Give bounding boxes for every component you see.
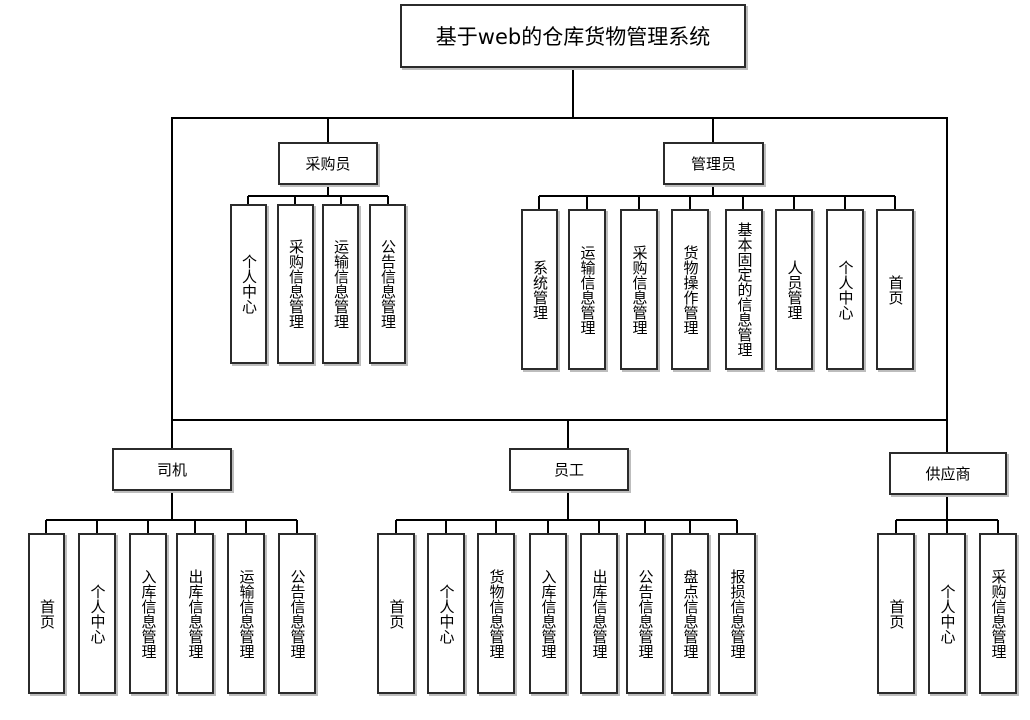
staff-item-node: 出库信息管理 — [580, 533, 618, 694]
buyer-item-label: 个人中心 — [240, 254, 258, 314]
role-admin-label: 管理员 — [690, 155, 736, 173]
driver-item-node: 运输信息管理 — [227, 533, 265, 694]
supplier-item-node: 个人中心 — [928, 533, 966, 694]
admin-item-label: 系统管理 — [531, 259, 549, 320]
staff-item-node: 入库信息管理 — [529, 533, 567, 694]
admin-item-label: 基本固定的信息管理 — [735, 222, 754, 357]
driver-item-node: 出库信息管理 — [176, 533, 214, 694]
role-buyer-node: 采购员 — [278, 142, 378, 185]
driver-item-label: 运输信息管理 — [237, 568, 256, 659]
staff-item-label: 货物信息管理 — [487, 568, 506, 659]
buyer-item-node: 个人中心 — [230, 204, 267, 364]
admin-item-node: 人员管理 — [775, 209, 813, 370]
buyer-item-label: 公告信息管理 — [379, 239, 397, 329]
driver-item-node: 首页 — [28, 533, 65, 694]
admin-item-node: 采购信息管理 — [620, 209, 658, 370]
role-driver-label: 司机 — [156, 461, 187, 479]
driver-item-label: 入库信息管理 — [139, 568, 158, 659]
buyer-item-node: 采购信息管理 — [277, 204, 314, 364]
admin-item-label: 人员管理 — [785, 259, 804, 320]
staff-item-label: 盘点信息管理 — [681, 568, 700, 659]
supplier-item-label: 个人中心 — [938, 583, 957, 644]
supplier-item-label: 采购信息管理 — [989, 568, 1008, 659]
supplier-item-node: 首页 — [877, 533, 915, 694]
supplier-item-label: 首页 — [887, 598, 906, 629]
staff-item-label: 公告信息管理 — [636, 568, 655, 659]
buyer-item-label: 运输信息管理 — [332, 239, 350, 329]
admin-item-node: 系统管理 — [521, 209, 558, 370]
admin-item-node: 运输信息管理 — [568, 209, 606, 370]
role-staff-label: 员工 — [553, 461, 584, 479]
staff-item-node: 盘点信息管理 — [671, 533, 709, 694]
driver-item-node: 入库信息管理 — [129, 533, 167, 694]
admin-item-label: 货物操作管理 — [681, 244, 700, 335]
staff-item-node: 个人中心 — [427, 533, 465, 694]
role-buyer-label: 采购员 — [305, 155, 351, 173]
admin-item-label: 运输信息管理 — [578, 244, 597, 335]
admin-item-node: 个人中心 — [826, 209, 864, 370]
staff-item-label: 首页 — [387, 598, 406, 629]
staff-item-node: 报损信息管理 — [718, 533, 756, 694]
admin-item-node: 首页 — [876, 209, 914, 370]
staff-item-label: 报损信息管理 — [728, 568, 747, 659]
role-supplier-label: 供应商 — [925, 465, 971, 483]
buyer-item-node: 运输信息管理 — [322, 204, 359, 364]
staff-item-label: 个人中心 — [437, 583, 456, 644]
role-driver-node: 司机 — [112, 448, 232, 491]
admin-item-label: 采购信息管理 — [630, 244, 649, 335]
buyer-item-node: 公告信息管理 — [369, 204, 406, 364]
supplier-item-node: 采购信息管理 — [979, 533, 1017, 694]
system-title-node: 基于web的仓库货物管理系统 — [400, 4, 746, 68]
driver-item-label: 公告信息管理 — [288, 568, 307, 659]
staff-item-node: 首页 — [377, 533, 415, 694]
staff-item-label: 出库信息管理 — [590, 568, 609, 659]
staff-item-label: 入库信息管理 — [539, 568, 558, 659]
role-admin-node: 管理员 — [663, 142, 764, 185]
staff-item-node: 公告信息管理 — [626, 533, 664, 694]
role-supplier-node: 供应商 — [889, 452, 1007, 495]
buyer-item-label: 采购信息管理 — [287, 239, 305, 329]
admin-item-node: 货物操作管理 — [671, 209, 709, 370]
driver-item-label: 个人中心 — [88, 583, 107, 644]
admin-item-label: 首页 — [886, 274, 905, 305]
driver-item-node: 个人中心 — [78, 533, 116, 694]
driver-item-node: 公告信息管理 — [278, 533, 316, 694]
admin-item-label: 个人中心 — [836, 259, 855, 320]
driver-item-label: 出库信息管理 — [186, 568, 205, 659]
system-title: 基于web的仓库货物管理系统 — [435, 25, 711, 49]
admin-item-node: 基本固定的信息管理 — [725, 209, 763, 370]
driver-item-label: 首页 — [38, 598, 56, 629]
role-staff-node: 员工 — [509, 448, 629, 491]
staff-item-node: 货物信息管理 — [477, 533, 515, 694]
